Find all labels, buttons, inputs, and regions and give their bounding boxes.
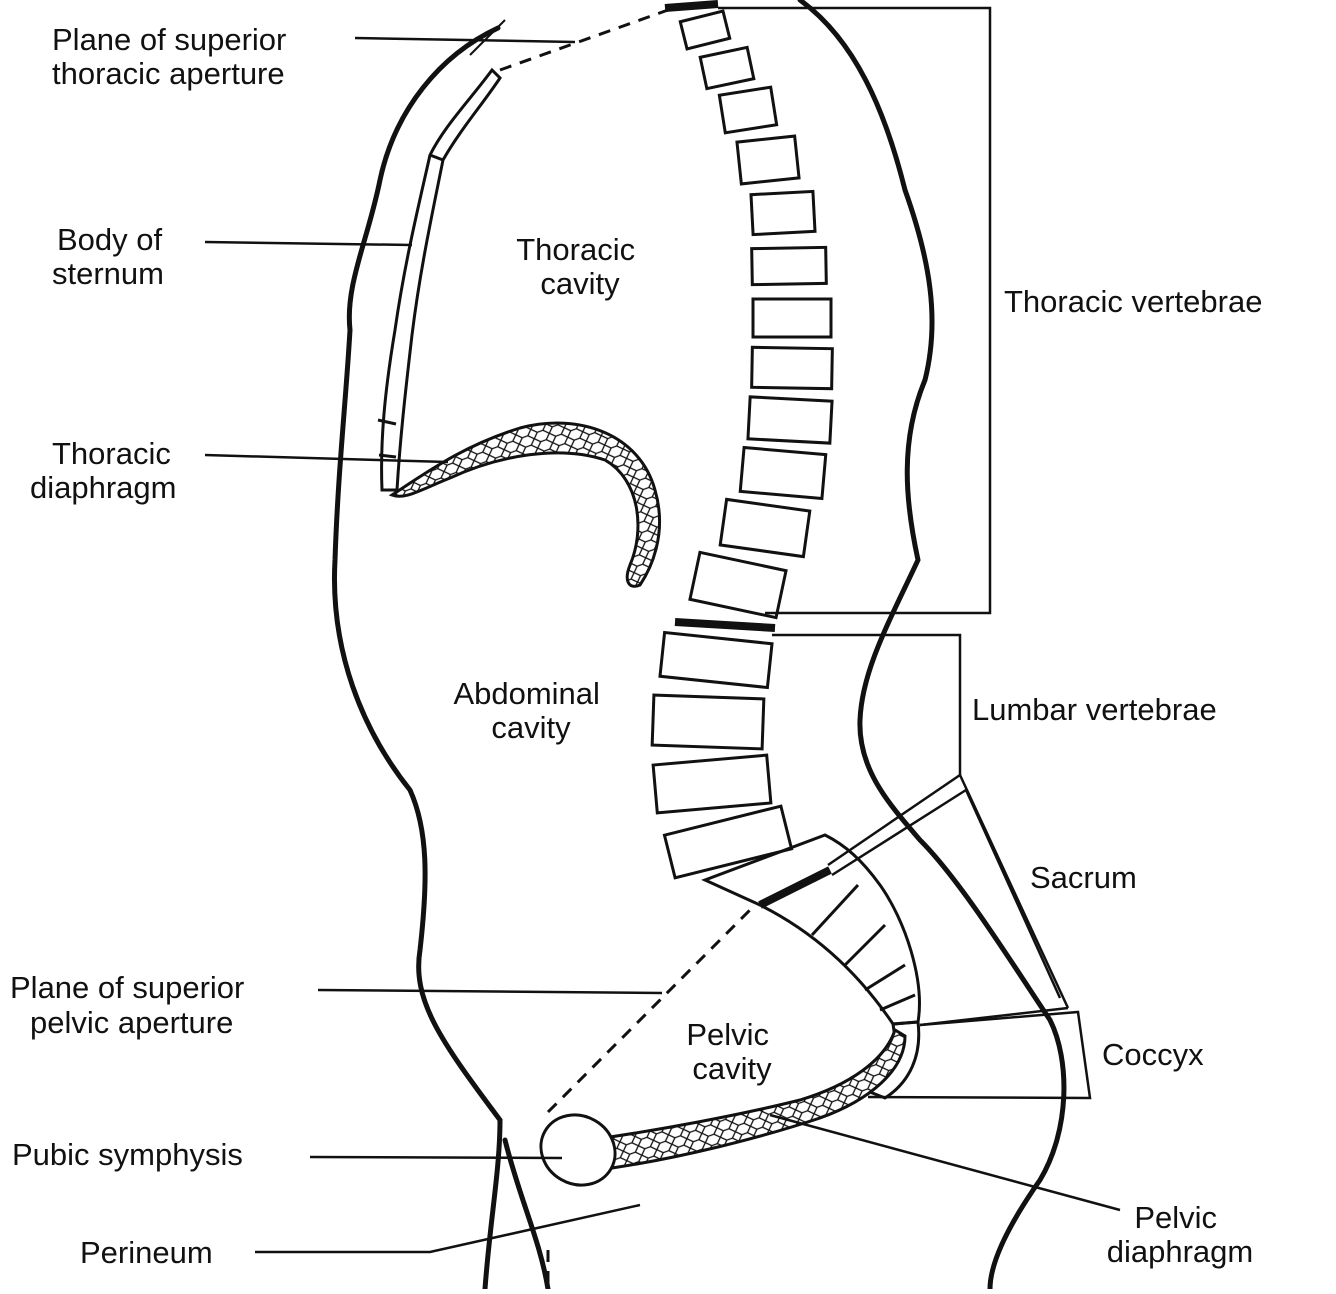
leader-superior-pelvic [318, 990, 662, 993]
sacral-line-2 [845, 925, 885, 965]
thoracic-vertebra-11 [720, 499, 810, 556]
label-abdominal-cavity: Abdominal cavity [453, 676, 608, 745]
sacral-line-1 [812, 885, 858, 935]
thoracic-vertebra-8 [752, 347, 833, 388]
thoracic-vertebra-5 [751, 191, 815, 234]
lumbar-vertebra-4 [664, 806, 791, 878]
label-sacrum: Sacrum [1030, 860, 1137, 895]
label-pelvic-cavity: Pelvic cavity [686, 1017, 777, 1086]
thoracic-vertebra-6 [752, 247, 827, 284]
leader-perineum [255, 1205, 640, 1252]
pubic-symphysis-shape [528, 1102, 628, 1199]
bracket-lumbar-bottom-b [832, 790, 966, 875]
l5-s1-marker [760, 870, 830, 905]
label-thoracic-diaphragm: Thoracic diaphragm [30, 436, 180, 505]
label-pubic-symphysis: Pubic symphysis [12, 1137, 243, 1172]
thoracic-vertebra-4 [737, 136, 799, 184]
sacral-line-4 [880, 995, 915, 1010]
thoracic-diaphragm-shape [392, 423, 660, 586]
t12-l1-marker [675, 622, 775, 628]
lumbar-vertebra-1 [660, 632, 772, 687]
thoracic-vertebra-1 [680, 11, 729, 49]
label-plane-superior-thoracic: Plane of superior thoracic aperture [52, 22, 295, 91]
label-thoracic-cavity: Thoracic cavity [516, 232, 644, 301]
thoracic-vertebra-7 [753, 299, 831, 337]
leader-pelvic-diaphragm [770, 1115, 1120, 1210]
label-plane-superior-pelvic: Plane of superior pelvic aperture [10, 970, 253, 1040]
thoracic-vertebra-10 [740, 448, 826, 499]
thoracic-vertebra-9 [748, 397, 832, 443]
lumbar-vertebra-2 [652, 695, 764, 749]
bracket-lumbar-bottom-a [828, 775, 960, 865]
label-lumbar-vertebrae: Lumbar vertebrae [972, 692, 1217, 727]
xiphoid-line-2 [379, 455, 396, 457]
xiphoid-line-1 [378, 420, 396, 424]
t1-marker [665, 4, 718, 8]
label-body-of-sternum: Body of sternum [52, 222, 171, 291]
sternal-angle-line [430, 155, 443, 160]
leader-thoracic-diaphragm [205, 455, 448, 462]
labels: Plane of superior thoracic aperture Body… [10, 22, 1262, 1270]
manubrium-shape [382, 70, 500, 490]
label-thoracic-vertebrae: Thoracic vertebrae [1004, 284, 1262, 319]
leader-body-of-sternum [205, 242, 412, 245]
thoracic-vertebra-2 [700, 47, 754, 88]
leader-pubic-symphysis [310, 1157, 562, 1158]
neck-contour-left [505, 1140, 548, 1289]
leader-superior-thoracic [355, 38, 575, 42]
leader-lines [205, 8, 1120, 1252]
lumbar-vertebra-3 [653, 755, 771, 813]
label-coccyx: Coccyx [1102, 1037, 1204, 1072]
label-pelvic-diaphragm: Pelvic diaphragm [1107, 1200, 1253, 1269]
thoracic-vertebra-12 [690, 552, 786, 617]
sacral-line-3 [865, 965, 905, 990]
label-perineum: Perineum [80, 1235, 213, 1270]
vertebral-column [652, 11, 832, 878]
thoracic-vertebra-3 [719, 87, 776, 133]
